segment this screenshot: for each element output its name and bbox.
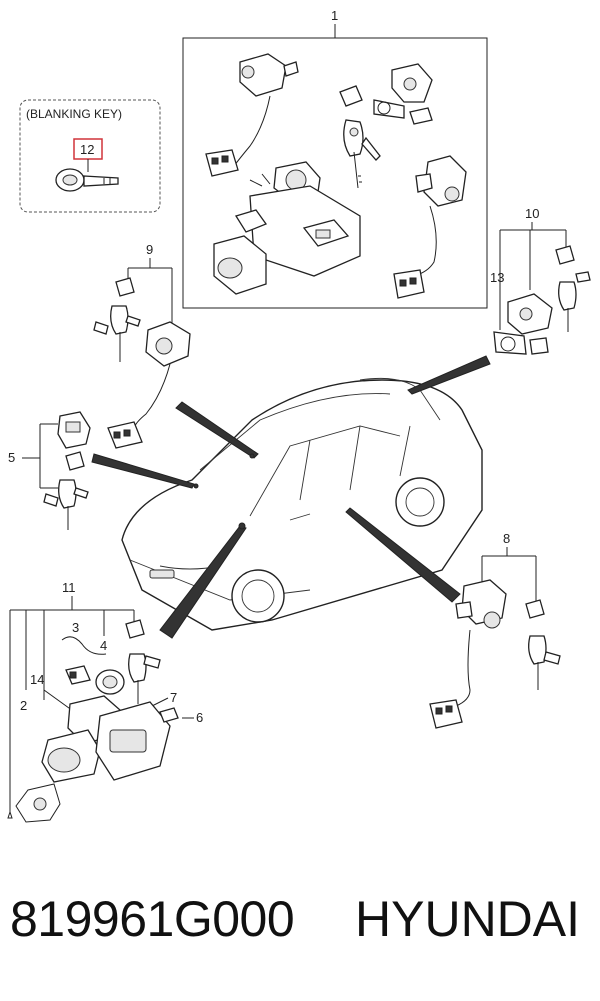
brand-name: HYUNDAI <box>355 891 581 947</box>
door-lock-cylinder-icon <box>429 579 507 729</box>
callout-4: 4 <box>100 638 107 653</box>
illumination-ring-icon <box>61 636 107 685</box>
callout-10: 10 <box>525 206 539 221</box>
key-icon <box>555 245 591 332</box>
blank-key-icon <box>55 168 119 192</box>
pointer-arrows <box>91 355 491 639</box>
group-8-rear-lock: 8 <box>429 531 561 729</box>
group-10-trunk-lock: 10 13 <box>490 206 591 355</box>
blanking-key-label: (BLANKING KEY) <box>26 107 122 121</box>
callout-11: 11 <box>62 580 76 595</box>
latch-assembly-icon <box>373 63 433 125</box>
callout-9: 9 <box>146 242 153 257</box>
vehicle-illustration <box>121 377 483 631</box>
door-lock-cylinder-icon <box>107 321 191 449</box>
group-5-key-set: 5 <box>8 411 91 530</box>
callout-8: 8 <box>503 531 510 546</box>
group-9-front-door-lock: 9 <box>93 242 191 449</box>
parts-diagram: 1 <box>7 8 591 823</box>
part-number: 819961G000 <box>10 891 295 947</box>
callout-12: 12 <box>80 142 94 157</box>
key-icon <box>43 451 89 530</box>
callout-7: 7 <box>170 690 177 705</box>
steering-lock-body-icon <box>7 695 179 823</box>
key-icon <box>93 277 141 362</box>
group-1-frame <box>182 37 488 309</box>
key-fob-icon <box>57 411 91 449</box>
key-icon <box>125 619 161 704</box>
door-lock-cylinder-icon <box>205 53 299 177</box>
callout-6: 6 <box>196 710 203 725</box>
ignition-switch-assembly-icon <box>213 161 361 295</box>
group-1-lock-set: 1 <box>182 8 488 309</box>
key-icon <box>339 85 381 189</box>
key-icon <box>525 599 561 690</box>
callout-1: 1 <box>331 8 338 23</box>
blanking-key-frame <box>19 99 161 213</box>
callout-2: 2 <box>20 698 27 713</box>
blanking-key-group: (BLANKING KEY) 12 <box>19 99 161 213</box>
callout-14: 14 <box>30 672 44 687</box>
trunk-lock-cylinder-icon <box>393 155 467 299</box>
callout-13: 13 <box>490 270 504 285</box>
group-11-ignition-set: 11 3 4 14 2 7 6 <box>7 580 203 823</box>
trunk-lock-cylinder-icon <box>493 293 553 355</box>
callout-5: 5 <box>8 450 15 465</box>
callout-3: 3 <box>72 620 79 635</box>
key-ring-icon <box>95 669 125 695</box>
